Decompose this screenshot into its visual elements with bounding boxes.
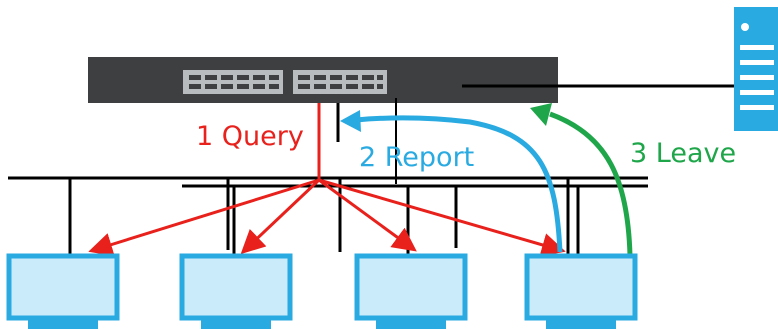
server-icon xyxy=(734,7,778,131)
monitor-icon xyxy=(354,253,468,329)
leave-label: 3 Leave xyxy=(630,138,737,169)
query-arrow-host-3 xyxy=(318,178,417,252)
query-arrows xyxy=(88,103,566,257)
report-label: 2 Report xyxy=(359,142,475,173)
network-switch-icon xyxy=(88,57,558,103)
query-arrow-host-1 xyxy=(88,178,320,257)
monitor-icon xyxy=(6,253,120,329)
leave-arrow xyxy=(530,103,633,257)
network-wiring xyxy=(8,84,734,256)
query-label: 1 Query xyxy=(196,121,304,152)
monitor-icon xyxy=(524,253,638,329)
query-arrow-host-2 xyxy=(240,178,321,255)
query-arrow-host-4 xyxy=(318,178,566,257)
report-arrow xyxy=(340,110,563,253)
monitor-icon xyxy=(179,253,293,329)
